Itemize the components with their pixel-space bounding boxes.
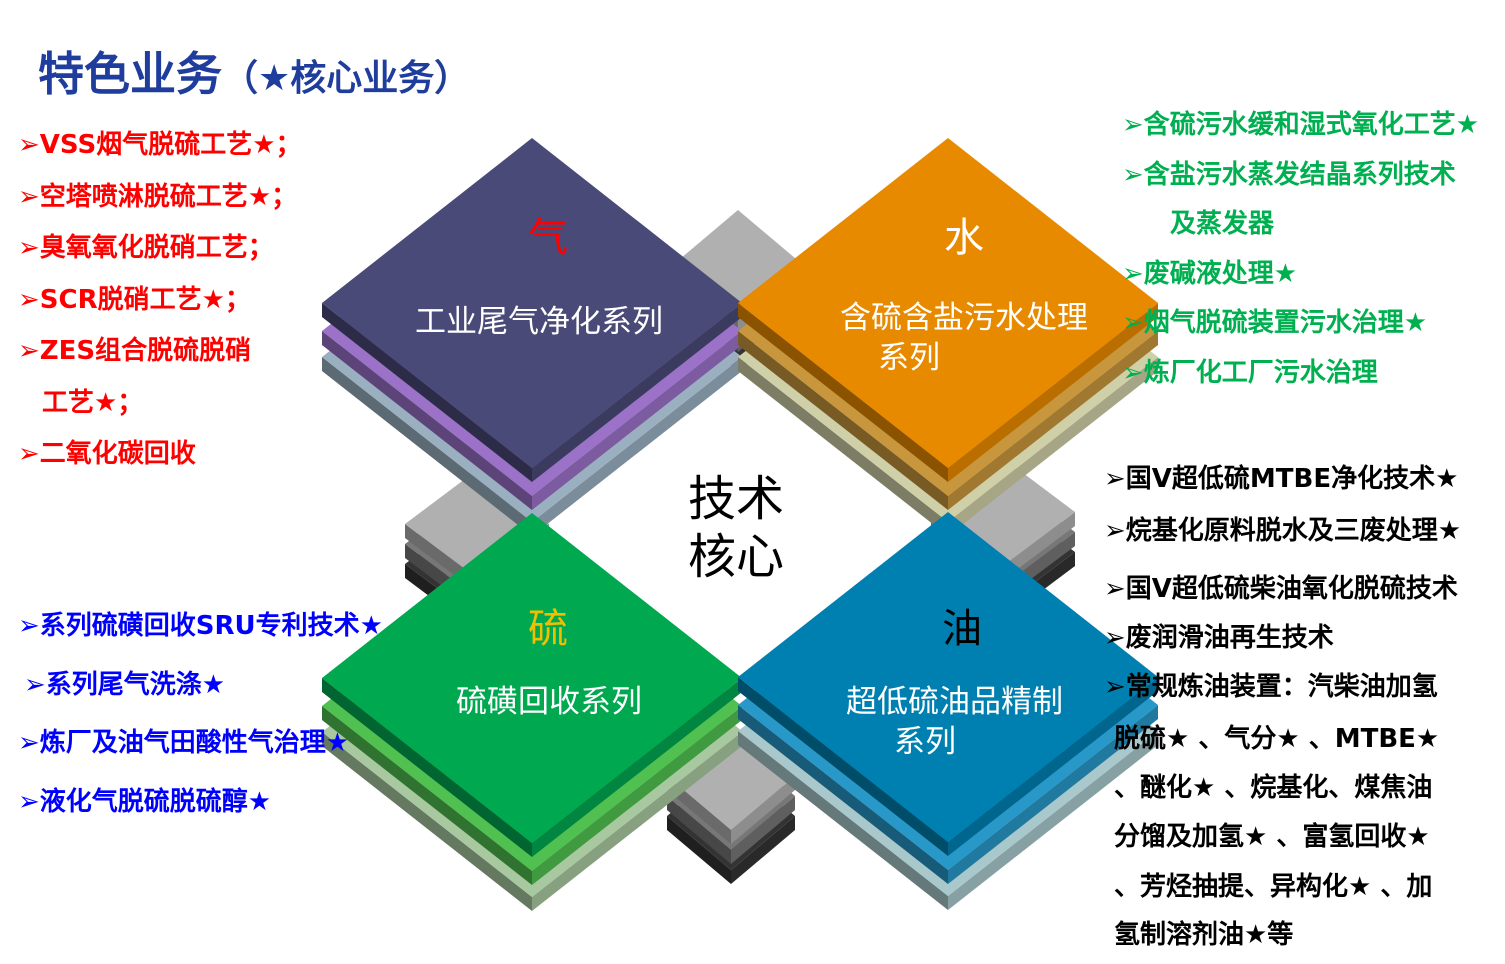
gas-list-item: ➢VSS烟气脱硫工艺★； bbox=[18, 130, 302, 160]
center-label: 技术核心 bbox=[688, 471, 785, 585]
oil-list-item: ➢烷基化原料脱水及三废处理★ bbox=[1104, 516, 1462, 546]
quadrant-3-side-right bbox=[948, 677, 1158, 856]
oil-list-item: 、芳烃抽提、异构化★ 、加 bbox=[1114, 872, 1433, 902]
water-list-item: ➢含盐污水蒸发结晶系列技术 bbox=[1122, 159, 1456, 190]
quadrant-3-side-left bbox=[738, 677, 948, 856]
quadrant-2-side-right bbox=[532, 678, 742, 857]
oil-list-item: 脱硫★ 、气分★ 、MTBE★ bbox=[1114, 724, 1440, 754]
water-list-item: ➢含硫污水缓和湿式氧化工艺★ bbox=[1122, 110, 1480, 140]
arrow-bullet-icon: ➢ bbox=[18, 336, 40, 366]
arrow-bullet-icon: ➢ bbox=[18, 611, 40, 641]
quadrant-2-side-left bbox=[322, 678, 532, 857]
connector-3-side-left bbox=[667, 816, 731, 884]
gas-list-item: 工艺★； bbox=[42, 387, 144, 418]
oil-list-item: 分馏及加氢★ 、富氢回收★ bbox=[1114, 822, 1430, 852]
connector-3-side-right bbox=[731, 776, 795, 844]
connector-3-side-left bbox=[667, 776, 731, 844]
quadrant-1-side-right bbox=[948, 303, 1158, 482]
arrow-bullet-icon: ➢ bbox=[18, 439, 40, 469]
gas-list-item: ➢臭氧氧化脱硝工艺； bbox=[18, 233, 274, 263]
oil-list-item: ➢常规炼油装置：汽柴油加氢 bbox=[1104, 672, 1438, 702]
arrow-bullet-icon: ➢ bbox=[1104, 574, 1126, 604]
sulfur-series-label: 硫磺回收系列 bbox=[456, 684, 642, 720]
arrow-bullet-icon: ➢ bbox=[1122, 159, 1144, 190]
arrow-bullet-icon: ➢ bbox=[18, 284, 40, 315]
oil-series-label: 超低硫油品精制系列 bbox=[846, 684, 1063, 760]
water-list-item: ➢炼厂化工厂污水治理 bbox=[1122, 357, 1378, 388]
water-list-item: ➢烟气脱硫装置污水治理★ bbox=[1122, 308, 1428, 338]
quadrant-2-side-left bbox=[322, 732, 532, 911]
quadrant-2-side-right bbox=[532, 706, 742, 885]
gas-list-item: ➢ZES组合脱硫脱硝 bbox=[18, 336, 252, 366]
water-icon: 水 bbox=[944, 215, 984, 261]
arrow-bullet-icon: ➢ bbox=[18, 786, 40, 817]
arrow-bullet-icon: ➢ bbox=[1104, 623, 1126, 653]
quadrant-3-side-left bbox=[738, 705, 948, 884]
arrow-bullet-icon: ➢ bbox=[18, 233, 40, 263]
connector-2-side-right bbox=[1003, 512, 1075, 580]
arrow-bullet-icon: ➢ bbox=[1122, 258, 1144, 289]
quadrant-3-side-right bbox=[948, 705, 1158, 884]
gas-icon: 气 bbox=[528, 215, 568, 261]
quadrant-2-side-right bbox=[532, 732, 742, 911]
quadrant-0-face bbox=[322, 138, 742, 468]
quadrant-3-side-right bbox=[948, 731, 1158, 910]
water-series-label: 含硫含盐污水处理系列 bbox=[840, 300, 1088, 376]
gas-list-item: ➢空塔喷淋脱硫工艺★； bbox=[18, 181, 298, 212]
quadrant-0-side-right bbox=[532, 357, 742, 536]
quadrant-1-face bbox=[738, 138, 1158, 468]
quadrant-1-side-right bbox=[948, 357, 1158, 536]
quadrant-2-face bbox=[322, 513, 742, 843]
arrow-bullet-icon: ➢ bbox=[24, 669, 46, 700]
oil-list-item: ➢废润滑油再生技术 bbox=[1104, 623, 1334, 653]
quadrant-0-side-left bbox=[322, 357, 532, 536]
arrow-bullet-icon: ➢ bbox=[1122, 110, 1144, 140]
quadrant-0-side-right bbox=[532, 303, 742, 482]
sulfur-list-item: ➢炼厂及油气田酸性气治理★ bbox=[18, 728, 350, 758]
sulfur-icon: 硫 bbox=[528, 606, 568, 652]
sulfur-list-item: ➢系列硫磺回收SRU专利技术★ bbox=[18, 611, 383, 641]
arrow-bullet-icon: ➢ bbox=[1104, 672, 1126, 702]
gas-series-label: 工业尾气净化系列 bbox=[415, 304, 663, 340]
oil-list-item: 、醚化★ 、烷基化、煤焦油 bbox=[1114, 773, 1433, 803]
connector-3-side-left bbox=[667, 796, 731, 864]
arrow-bullet-icon: ➢ bbox=[18, 181, 40, 212]
arrow-bullet-icon: ➢ bbox=[1104, 516, 1126, 546]
quadrant-1-side-right bbox=[948, 331, 1158, 510]
oil-list-item: ➢国V超低硫柴油氧化脱硫技术 bbox=[1104, 574, 1458, 604]
gas-list-item: ➢SCR脱硝工艺★； bbox=[18, 284, 251, 315]
quadrant-1-side-left bbox=[738, 357, 948, 536]
arrow-bullet-icon: ➢ bbox=[18, 728, 40, 758]
quadrant-0-side-left bbox=[322, 331, 532, 510]
quadrant-3-side-left bbox=[738, 731, 948, 910]
connector-3-side-right bbox=[731, 796, 795, 864]
water-list-item: 及蒸发器 bbox=[1170, 209, 1275, 239]
arrow-bullet-icon: ➢ bbox=[1122, 308, 1144, 338]
arrow-bullet-icon: ➢ bbox=[1104, 464, 1126, 494]
quadrant-1-side-left bbox=[738, 303, 948, 482]
oil-icon: 油 bbox=[942, 606, 982, 652]
gas-list-item: ➢二氧化碳回收 bbox=[18, 439, 196, 469]
quadrant-0-side-right bbox=[532, 331, 742, 510]
oil-list-item: ➢国V超低硫MTBE净化技术★ bbox=[1104, 464, 1459, 494]
quadrant-1-side-left bbox=[738, 331, 948, 510]
quadrant-2-side-left bbox=[322, 706, 532, 885]
sulfur-list-item: ➢系列尾气洗涤★ bbox=[24, 669, 226, 700]
sulfur-list-item: ➢液化气脱硫脱硫醇★ bbox=[18, 786, 272, 817]
oil-list-item: 氢制溶剂油★等 bbox=[1114, 920, 1294, 950]
water-list-item: ➢废碱液处理★ bbox=[1122, 258, 1298, 289]
quadrant-0-side-left bbox=[322, 303, 532, 482]
connector-3-side-right bbox=[731, 816, 795, 884]
arrow-bullet-icon: ➢ bbox=[1122, 357, 1144, 388]
arrow-bullet-icon: ➢ bbox=[18, 130, 40, 160]
page-title: 特色业务（★核心业务） bbox=[38, 47, 471, 101]
quadrant-3-face bbox=[738, 512, 1158, 842]
